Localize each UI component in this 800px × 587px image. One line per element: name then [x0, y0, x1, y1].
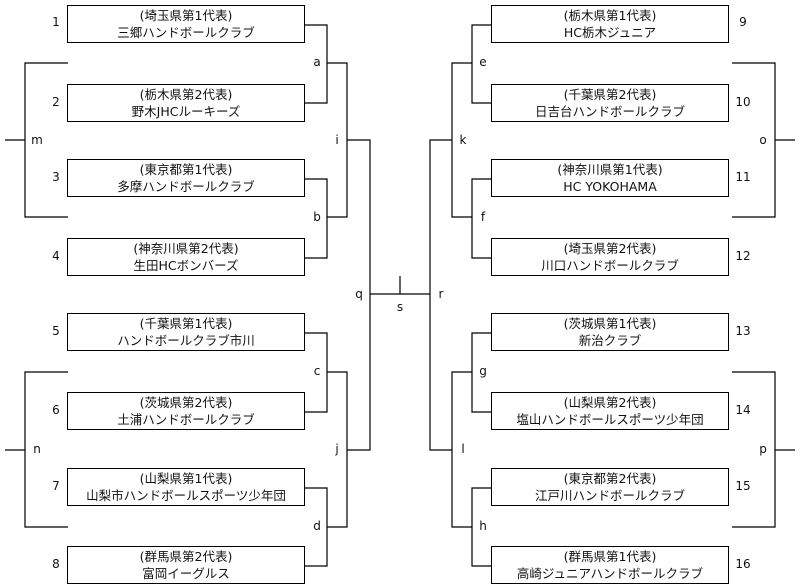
seed-number: 11 [735, 170, 751, 184]
team-name: 生田HCボンバーズ [133, 258, 239, 273]
seed-number: 10 [735, 95, 751, 109]
match-label-g: g [479, 364, 487, 378]
team-prefecture: (山梨県第1代表) [139, 471, 233, 486]
team-prefecture: (茨城県第2代表) [139, 395, 233, 410]
match-label-i: i [335, 133, 339, 147]
team-box-8: (群馬県第2代表) 富岡イーグルス [67, 546, 305, 584]
bracket-lines [5, 24, 795, 567]
match-label-l: l [461, 442, 465, 456]
team-prefecture: (茨城県第1代表) [563, 316, 657, 331]
match-label-p: p [759, 442, 767, 456]
team-name: 日吉台ハンドボールクラブ [534, 104, 685, 119]
match-label-n: n [33, 442, 41, 456]
team-prefecture: (東京都第1代表) [139, 162, 233, 177]
match-label-b: b [313, 210, 321, 224]
team-box-5: (千葉県第1代表) ハンドボールクラブ市川 [67, 313, 305, 351]
seed-number: 9 [739, 15, 747, 29]
team-name: 江戸川ハンドボールクラブ [534, 488, 685, 503]
team-prefecture: (埼玉県第2代表) [563, 241, 657, 256]
match-label-c: c [313, 364, 321, 378]
seed-number: 8 [52, 557, 60, 571]
team-prefecture: (栃木県第2代表) [139, 87, 233, 102]
match-label-m: m [31, 133, 43, 147]
seed-number: 6 [52, 403, 60, 417]
team-prefecture: (神奈川県第1代表) [557, 162, 663, 177]
team-name: 富岡イーグルス [142, 566, 230, 581]
seed-number: 1 [52, 15, 60, 29]
team-prefecture: (群馬県第2代表) [139, 549, 233, 564]
seed-number: 7 [52, 479, 60, 493]
team-name: 川口ハンドボールクラブ [541, 258, 679, 273]
team-box-6: (茨城県第2代表) 土浦ハンドボールクラブ [67, 392, 305, 430]
team-name: 高崎ジュニアハンドボールクラブ [516, 566, 704, 581]
seed-number: 3 [52, 170, 60, 184]
match-label-e: e [479, 55, 487, 69]
team-box-16: (群馬県第1代表) 高崎ジュニアハンドボールクラブ [491, 546, 729, 584]
team-prefecture: (神奈川県第2代表) [133, 241, 239, 256]
team-name: 三郷ハンドボールクラブ [117, 25, 255, 40]
team-prefecture: (栃木県第1代表) [563, 8, 657, 23]
team-box-2: (栃木県第2代表) 野木JHCルーキーズ [67, 84, 305, 122]
line-match-r [429, 139, 452, 451]
seed-number: 16 [735, 557, 751, 571]
team-box-11: (神奈川県第1代表) HC YOKOHAMA [491, 159, 729, 197]
team-name: 土浦ハンドボールクラブ [117, 412, 255, 427]
team-box-15: (東京都第2代表) 江戸川ハンドボールクラブ [491, 468, 729, 506]
seed-number: 14 [735, 403, 751, 417]
line-match-b [305, 178, 328, 259]
team-name: 野木JHCルーキーズ [131, 104, 241, 119]
team-box-1: (埼玉県第1代表) 三郷ハンドボールクラブ [67, 5, 305, 43]
team-name: 山梨市ハンドボールスポーツ少年団 [86, 488, 286, 503]
match-label-k: k [459, 133, 467, 147]
match-label-s: s [396, 300, 404, 314]
team-name: HC YOKOHAMA [563, 179, 657, 194]
team-box-14: (山梨県第2代表) 塩山ハンドボールスポーツ少年団 [491, 392, 729, 430]
line-match-e [471, 24, 492, 104]
match-label-j: j [335, 442, 339, 456]
seed-number: 4 [52, 249, 60, 263]
match-label-h: h [479, 519, 487, 533]
line-match-f [471, 178, 492, 259]
team-box-9: (栃木県第1代表) HC栃木ジュニア [491, 5, 729, 43]
team-prefecture: (千葉県第2代表) [563, 87, 657, 102]
team-box-12: (埼玉県第2代表) 川口ハンドボールクラブ [491, 238, 729, 276]
seed-number: 15 [735, 479, 751, 493]
team-box-7: (山梨県第1代表) 山梨市ハンドボールスポーツ少年団 [67, 468, 305, 506]
seed-number: 12 [735, 249, 751, 263]
team-box-3: (東京都第1代表) 多摩ハンドボールクラブ [67, 159, 305, 197]
team-name: 多摩ハンドボールクラブ [117, 179, 255, 194]
match-label-a: a [313, 55, 321, 69]
match-label-d: d [313, 519, 321, 533]
team-box-13: (茨城県第1代表) 新治クラブ [491, 313, 729, 351]
match-label-f: f [480, 210, 486, 224]
match-label-o: o [759, 133, 767, 147]
team-name: 新治クラブ [578, 333, 642, 348]
line-match-a [305, 24, 328, 104]
seed-number: 13 [735, 324, 751, 338]
team-prefecture: (山梨県第2代表) [563, 395, 657, 410]
team-box-4: (神奈川県第2代表) 生田HCボンバーズ [67, 238, 305, 276]
team-name: 塩山ハンドボールスポーツ少年団 [516, 412, 704, 427]
team-name: ハンドボールクラブ市川 [117, 333, 255, 348]
match-label-r: r [438, 287, 444, 301]
team-prefecture: (群馬県第1代表) [563, 549, 657, 564]
match-label-q: q [355, 287, 363, 301]
seed-number: 5 [52, 324, 60, 338]
team-box-10: (千葉県第2代表) 日吉台ハンドボールクラブ [491, 84, 729, 122]
line-match-q [347, 139, 371, 451]
team-prefecture: (千葉県第1代表) [139, 316, 233, 331]
team-name: HC栃木ジュニア [563, 25, 657, 40]
team-prefecture: (埼玉県第1代表) [139, 8, 233, 23]
seed-number: 2 [52, 95, 60, 109]
team-prefecture: (東京都第2代表) [563, 471, 657, 486]
